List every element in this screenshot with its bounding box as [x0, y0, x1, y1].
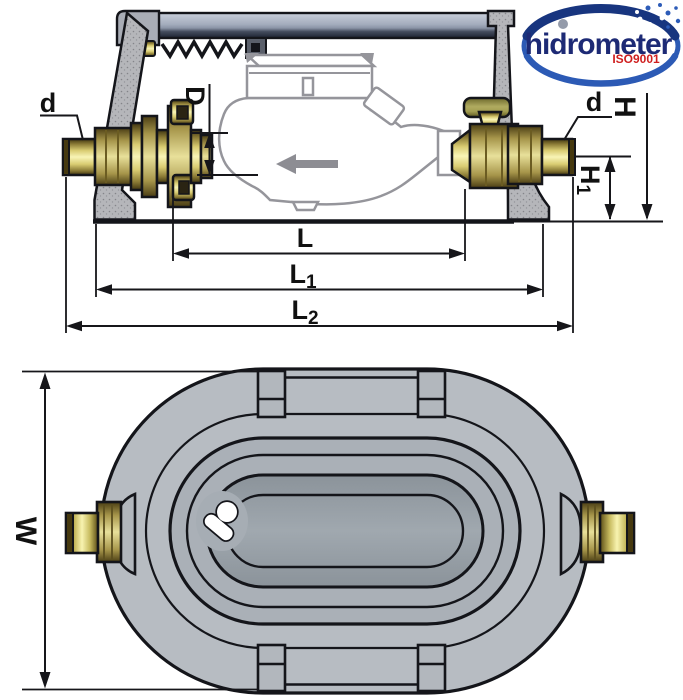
- dim-L2-label: L2: [291, 295, 318, 329]
- top-view-pipe-left: [64, 492, 137, 576]
- pipe-end-cap-right: [626, 512, 635, 554]
- register-top-face: [243, 53, 378, 68]
- dim-H1-label: H1: [572, 165, 605, 196]
- logo-sparkles-white: [635, 10, 665, 33]
- meter-foot-pad: [290, 200, 321, 212]
- inlet-washer: [129, 121, 144, 192]
- meter-box-lid: [115, 9, 504, 60]
- dim-W-label: W: [9, 517, 42, 546]
- side-section-view: d D d H H1: [40, 9, 663, 333]
- register-lid-clasp: [362, 86, 406, 126]
- dim-L: L: [172, 189, 466, 261]
- outlet-coupling-nut: [506, 124, 544, 186]
- keyhole-circle-fill: [217, 502, 237, 522]
- lid-slab: [136, 11, 504, 40]
- dim-D: D: [180, 84, 258, 176]
- pipe-end-cap-left: [65, 512, 74, 554]
- meter-body: [217, 96, 458, 206]
- register-hinge-left: [245, 53, 259, 63]
- hinge-tab-bottom-right: [416, 643, 447, 693]
- inlet-meter-ring: [199, 133, 214, 180]
- logo-dot: [558, 19, 568, 29]
- register-latch-tab: [301, 76, 315, 97]
- dim-d-left-leader: [40, 114, 84, 141]
- dim-d-left: d: [40, 88, 84, 141]
- spring-catch-hole: [251, 43, 260, 52]
- dim-d-right-label: d: [586, 87, 603, 117]
- dim-d-right: d: [563, 87, 612, 141]
- keyhole-slot-fill: [204, 514, 233, 541]
- cover-ring-4: [185, 453, 505, 609]
- dim-W: W: [9, 370, 258, 691]
- flange-bolt-top-head: [176, 105, 189, 120]
- inlet-fitting: [61, 98, 214, 209]
- hinge-tab-top-left: [256, 369, 287, 419]
- dim-L-label: L: [297, 223, 314, 253]
- outlet-pipe-end-cap: [568, 138, 576, 176]
- outlet-pipe-stub: [540, 137, 574, 177]
- logo-sparkles: [645, 3, 681, 29]
- inlet-spacer: [155, 128, 170, 185]
- cover-inner-panel: [205, 473, 485, 589]
- lid-spring-icon: [160, 38, 244, 60]
- brand-logo: hidrometer ISO9001: [521, 3, 681, 87]
- top-view-pipe-right: [559, 491, 636, 577]
- inlet-coupling-nut: [93, 126, 133, 187]
- iso-badge: ISO9001: [612, 52, 660, 66]
- inlet-flange-plate: [140, 114, 159, 199]
- hinge-tab-top-right: [416, 369, 447, 419]
- dim-D-label: D: [180, 86, 210, 106]
- dim-L2: L2: [65, 177, 574, 333]
- hinge-tab-bottom-left: [256, 643, 287, 693]
- pipe-nut-left: [95, 500, 123, 564]
- logo-swoosh-bottom: [523, 52, 679, 87]
- dim-L1: L1: [95, 224, 544, 297]
- outlet-ball-valve: [450, 96, 576, 190]
- water-meter: [217, 53, 462, 212]
- flange-bolt-bottom-head: [178, 180, 190, 195]
- register-hinge-right: [360, 53, 374, 64]
- flow-direction-arrow-icon: [276, 154, 338, 174]
- dim-L1-label: L1: [289, 259, 317, 293]
- dim-d-left-label: d: [40, 88, 57, 118]
- brand-name: hidrometer: [525, 28, 673, 61]
- dim-d-right-leader: [563, 116, 612, 141]
- cover-hinge-tabs: [256, 369, 447, 693]
- cover-ring-2: [144, 412, 546, 650]
- logo-swoosh-top: [522, 4, 680, 41]
- dim-H-label: H: [608, 96, 641, 118]
- keyhole: [196, 491, 248, 551]
- inlet-pipe-end-cap: [62, 138, 70, 176]
- box-top-view: W: [9, 367, 636, 695]
- dim-H: H: [608, 93, 653, 220]
- dim-H1: H1: [572, 155, 631, 220]
